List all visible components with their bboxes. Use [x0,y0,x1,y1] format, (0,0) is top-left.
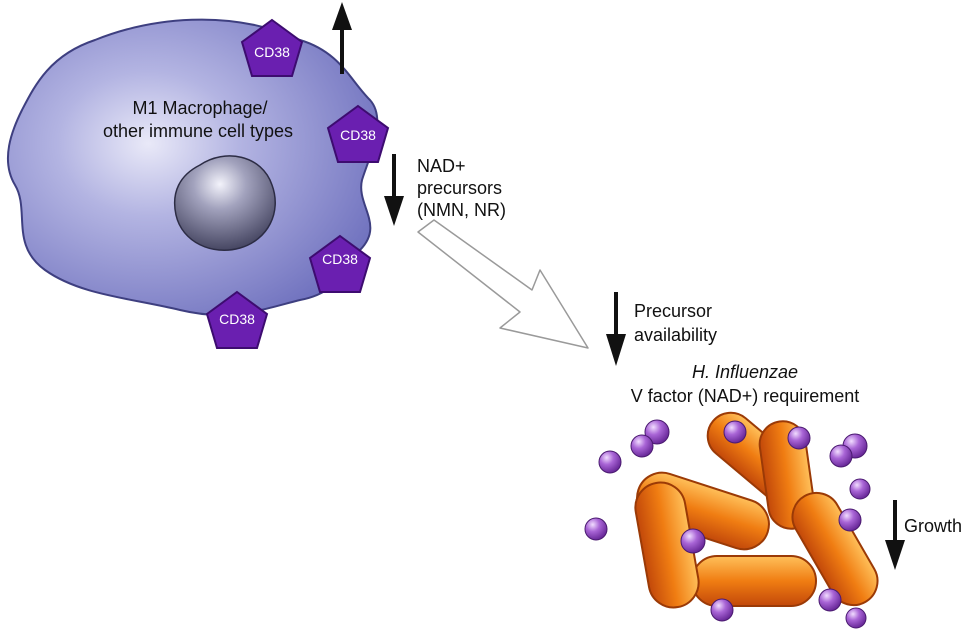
nad-dot [849,478,871,500]
cell-label-line1: M1 Macrophage/ [132,98,267,118]
nad-dots [584,419,871,629]
nad-dot [838,508,862,532]
nad-dot [598,450,622,474]
nad-dot [787,426,811,450]
cd38-receptor: CD38 [240,18,304,77]
bacteria-cluster [634,411,879,609]
nucleus [173,155,276,251]
cd38-receptor: CD38 [308,234,372,293]
cell-label-line2: other immune cell types [103,121,293,141]
bacterium [791,491,879,607]
requirement-label: V factor (NAD+) requirement [631,386,860,406]
nad-dot [710,598,734,622]
nad-dot [723,420,747,444]
up-arrow-icon [332,2,352,74]
nad-dot [630,434,654,458]
cd38-label: CD38 [219,311,255,327]
nad-label-line3: (NMN, NR) [417,200,506,220]
bacterium [691,555,817,607]
species-label: H. Influenzae [692,362,798,382]
down-arrow-icon [606,292,626,366]
macrophage-cell [7,18,379,316]
nad-dot [829,444,853,468]
cd38-label: CD38 [322,251,358,267]
nad-label-line1: NAD+ [417,156,466,176]
nad-label-line2: precursors [417,178,502,198]
outline-arrow-icon [417,219,589,349]
cd38-receptor: CD38 [326,104,390,163]
nad-dot [584,517,608,541]
nad-dot [818,588,842,612]
precursor-label-line2: availability [634,325,717,345]
cd38-label: CD38 [340,127,376,143]
down-arrow-icon [384,154,404,226]
nad-dot [644,419,670,445]
precursor-label-line1: Precursor [634,301,712,321]
cd38-label: CD38 [254,44,290,60]
cd38-receptor: CD38 [205,290,269,349]
nad-dot [680,528,706,554]
down-arrow-icon [885,500,905,570]
nad-dot [845,607,867,629]
growth-label: Growth [904,516,962,536]
